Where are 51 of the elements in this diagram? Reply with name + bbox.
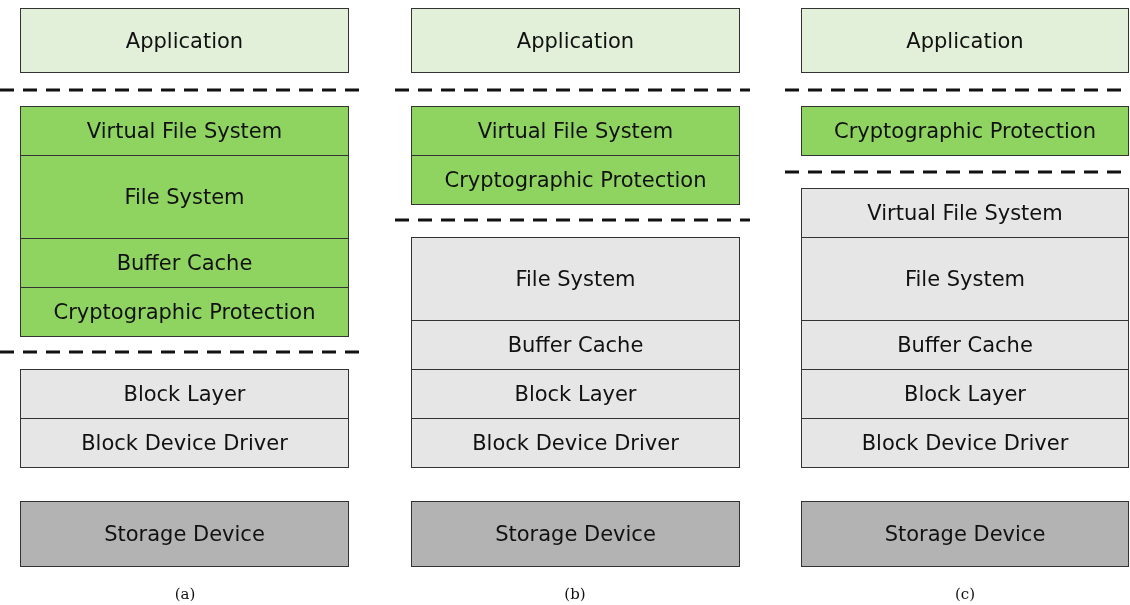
- layer-label: Cryptographic Protection: [444, 168, 707, 192]
- layer-label: Storage Device: [495, 522, 656, 546]
- layer-label: Buffer Cache: [507, 333, 644, 357]
- panel-caption: (a): [174, 585, 196, 603]
- layer-box: [20, 238, 349, 288]
- layer-box: [411, 320, 740, 370]
- layer-box: [20, 418, 349, 468]
- layer-label: Storage Device: [104, 522, 265, 546]
- layer-label: Application: [516, 28, 635, 53]
- layer-label: Virtual File System: [477, 119, 674, 143]
- layer-box: [411, 501, 740, 567]
- layer-box: [801, 237, 1129, 321]
- layer-box: [20, 287, 349, 337]
- layer-label: Block Layer: [514, 382, 637, 406]
- layer-label: Block Layer: [123, 382, 246, 406]
- layer-box: [20, 369, 349, 419]
- layer-label: Virtual File System: [867, 201, 1063, 225]
- layer-box: [20, 106, 349, 156]
- layer-box: [411, 418, 740, 468]
- layer-label: Storage Device: [884, 522, 1046, 546]
- panel-caption: (c): [954, 585, 976, 603]
- layer-label: Block Device Driver: [472, 431, 679, 455]
- layer-box: [20, 8, 349, 73]
- layer-box: [411, 106, 740, 156]
- layer-label: File System: [904, 267, 1026, 291]
- layer-label: Block Layer: [904, 382, 1026, 406]
- layer-label: Buffer Cache: [897, 333, 1033, 357]
- layer-label: Cryptographic Protection: [834, 119, 1096, 143]
- layer-box: [411, 8, 740, 73]
- layer-label: Application: [125, 28, 244, 53]
- layer-box: [801, 8, 1129, 73]
- layer-box: [411, 369, 740, 419]
- layer-label: File System: [515, 267, 636, 291]
- layer-label: Application: [906, 28, 1024, 53]
- layer-box: [801, 106, 1129, 156]
- layer-box: [20, 501, 349, 567]
- layer-box: [411, 237, 740, 321]
- layer-box: [801, 501, 1129, 567]
- layer-box: [801, 188, 1129, 238]
- panel-caption: (b): [564, 585, 586, 603]
- layer-label: Buffer Cache: [116, 251, 253, 275]
- layer-label: Virtual File System: [86, 119, 283, 143]
- layer-label: Block Device Driver: [861, 431, 1069, 455]
- layer-label: File System: [124, 185, 245, 209]
- layer-label: Block Device Driver: [81, 431, 288, 455]
- layer-box: [411, 155, 740, 205]
- layer-label: Cryptographic Protection: [53, 300, 316, 324]
- layer-box: [20, 155, 349, 239]
- layer-box: [801, 369, 1129, 419]
- layer-box: [801, 418, 1129, 468]
- layer-box: [801, 320, 1129, 370]
